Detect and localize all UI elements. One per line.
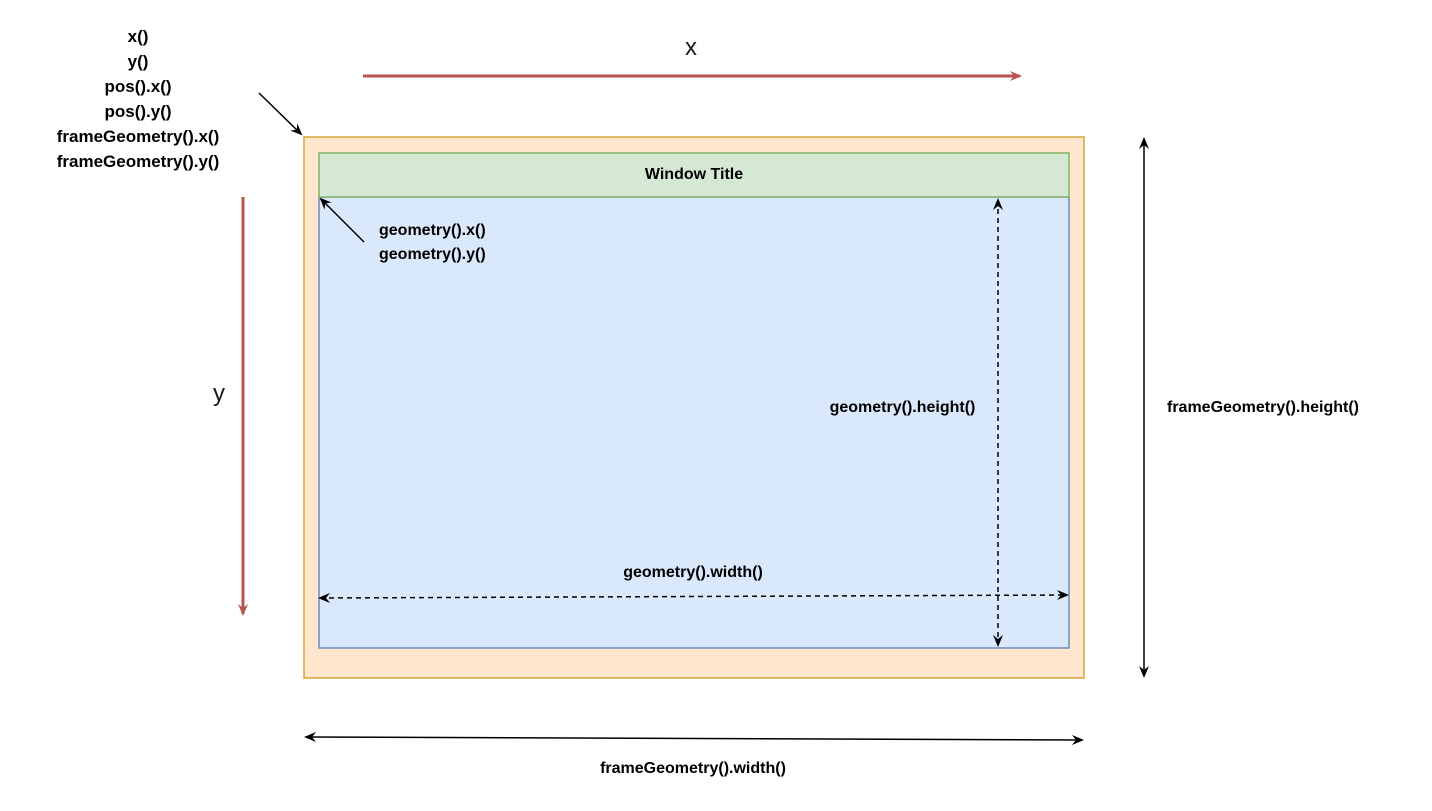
geometry-width-arrow bbox=[318, 590, 1069, 603]
label-y-func: y() bbox=[127, 52, 149, 71]
window-title: Window Title bbox=[644, 166, 744, 183]
label-frame-geometry-x: frameGeometry().x() bbox=[56, 127, 220, 146]
y-axis-label: y bbox=[213, 380, 225, 407]
title-bar-rect bbox=[318, 152, 1070, 198]
frame-width-arrow bbox=[304, 732, 1084, 745]
label-pos-y: pos().y() bbox=[104, 102, 172, 121]
geometry-width-label: geometry().width() bbox=[623, 564, 763, 581]
x-axis-label: x bbox=[685, 34, 697, 61]
label-pos-x: pos().x() bbox=[104, 77, 172, 96]
frame-origin-pointer-arrow bbox=[258, 92, 303, 136]
client-area-rect bbox=[318, 196, 1070, 649]
geometry-origin-pointer-arrow bbox=[319, 197, 365, 243]
frame-geometry-width-label: frameGeometry().width() bbox=[600, 760, 786, 777]
label-geometry-y: geometry().y() bbox=[379, 246, 486, 263]
frame-geometry-height-label: frameGeometry().height() bbox=[1166, 399, 1360, 416]
geometry-height-label: geometry().height() bbox=[829, 399, 976, 416]
label-x-func: x() bbox=[127, 27, 149, 46]
frame-position-labels: x() y() pos().x() pos().y() frameGeometr… bbox=[18, 24, 258, 174]
label-frame-geometry-y: frameGeometry().y() bbox=[56, 152, 220, 171]
label-geometry-x: geometry().x() bbox=[379, 222, 486, 239]
geometry-position-labels: geometry().x() geometry().y() bbox=[379, 219, 486, 267]
